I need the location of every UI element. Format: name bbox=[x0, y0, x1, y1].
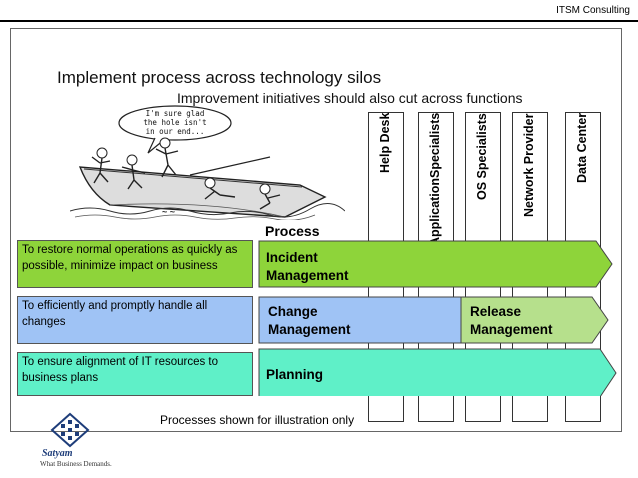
slide-title: Implement process across technology silo… bbox=[57, 68, 382, 87]
incident-arrow bbox=[258, 240, 613, 288]
svg-text:the hole isn't: the hole isn't bbox=[143, 118, 206, 127]
change-process-label: Change Management bbox=[268, 304, 351, 338]
logo-tagline: What Business Demands. bbox=[40, 460, 112, 468]
svg-text:I'm sure glad: I'm sure glad bbox=[146, 109, 205, 118]
satyam-logo-icon bbox=[50, 412, 90, 448]
incident-process-label: Incident Management bbox=[266, 250, 349, 284]
logo-name: Satyam bbox=[42, 448, 73, 459]
slide-frame bbox=[10, 28, 622, 432]
planning-description: To ensure alignment of IT resources to b… bbox=[17, 352, 253, 396]
slide-subtitle: Improvement initiatives should also cut … bbox=[177, 90, 523, 106]
illustration-note: Processes shown for illustration only bbox=[160, 413, 355, 427]
incident-description: To restore normal operations as quickly … bbox=[17, 240, 253, 288]
change-arrow bbox=[258, 296, 609, 344]
header-label: ITSM Consulting bbox=[556, 5, 630, 16]
change-description: To efficiently and promptly handle all c… bbox=[17, 296, 253, 344]
release-process-label: Release Management bbox=[470, 304, 553, 338]
boat-cartoon: I'm sure glad the hole isn't in our end.… bbox=[70, 105, 345, 220]
header-divider bbox=[0, 20, 638, 22]
planning-process-label: Planning bbox=[266, 367, 323, 382]
svg-text:~ ~: ~ ~ bbox=[162, 207, 175, 217]
planning-arrow bbox=[258, 348, 617, 396]
svg-text:in our end...: in our end... bbox=[146, 127, 205, 136]
process-label: Process bbox=[265, 223, 320, 239]
